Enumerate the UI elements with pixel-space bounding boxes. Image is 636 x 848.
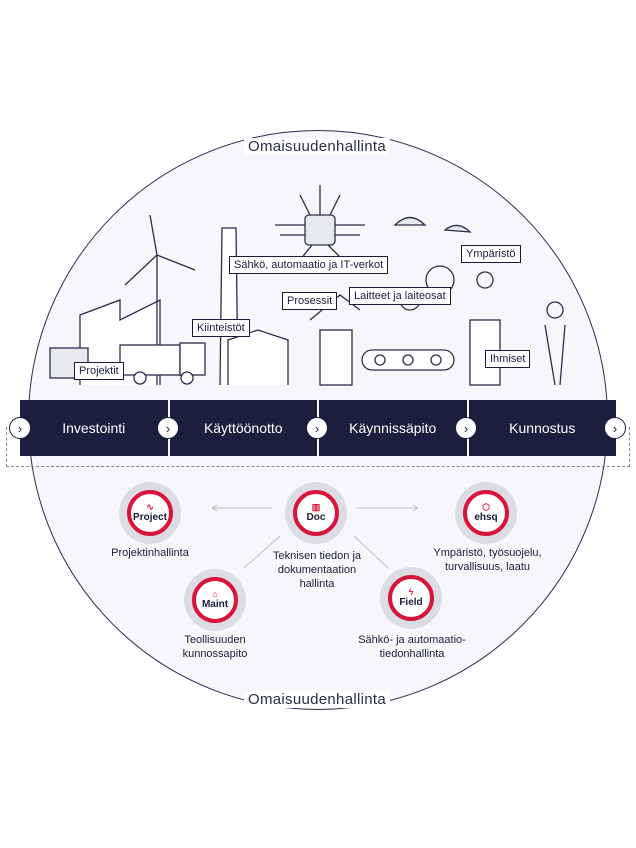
chevron-right-icon: ›	[604, 417, 626, 439]
label-prosessit: Prosessit	[282, 292, 338, 310]
label-sahko: Sähkö, automaatio ja IT-verkot	[229, 256, 389, 274]
module-ehsq[interactable]: ⬡ehsq	[455, 482, 517, 544]
title-bottom: Omaisuudenhallinta	[244, 691, 390, 708]
module-name: Doc	[306, 512, 326, 523]
module-doc[interactable]: ▥Doc	[285, 482, 347, 544]
module-maint[interactable]: ⌂Maint	[184, 569, 246, 631]
industry-illustration	[49, 185, 566, 386]
pulse-icon: ∿	[146, 502, 154, 512]
module-name: ehsq	[474, 512, 498, 523]
stage-kunnostus[interactable]: Kunnostus	[468, 400, 616, 456]
cubes-icon: ⬡	[482, 502, 490, 512]
label-kiinteistot: Kiinteistöt	[192, 319, 250, 337]
stage-investointi[interactable]: Investointi	[20, 400, 168, 456]
lifecycle-band: Investointi Käyttöönotto Käynnissäpito K…	[20, 400, 616, 456]
caption-ehsq: Ympäristö, työsuojelu, turvallisuus, laa…	[433, 547, 542, 573]
stage-kaynnissapito[interactable]: Käynnissäpito	[319, 400, 467, 456]
caption-maint: Teollisuuden kunnossapito	[182, 634, 248, 660]
label-ihmiset: Ihmiset	[485, 350, 531, 368]
building-icon: ⌂	[212, 589, 218, 599]
module-name: Project	[133, 512, 167, 523]
module-name: Maint	[201, 599, 229, 610]
module-arrows	[211, 504, 419, 569]
title-top: Omaisuudenhallinta	[244, 138, 390, 155]
module-project[interactable]: ∿Project	[119, 482, 181, 544]
chevron-right-icon: ›	[455, 417, 477, 439]
label-projektit: Projektit	[74, 362, 124, 380]
chevron-right-icon: ›	[157, 417, 179, 439]
lightning-icon: ϟ	[408, 587, 414, 597]
module-name: Field	[399, 597, 423, 608]
caption-doc: Teknisen tiedon ja dokumentaation hallin…	[272, 550, 362, 590]
caption-field: Sähkö- ja automaatio-tiedonhallinta	[358, 634, 466, 660]
chart-icon: ▥	[311, 502, 321, 512]
label-ymparisto: Ympäristö	[461, 245, 521, 263]
cycle-dashed-line	[6, 427, 630, 467]
caption-project: Projektinhallinta	[111, 547, 189, 559]
chevron-right-icon: ›	[306, 417, 328, 439]
chevron-right-icon: ›	[9, 417, 31, 439]
label-laitteet: Laitteet ja laiteosat	[349, 287, 451, 305]
stage-kayttoonotto[interactable]: Käyttöönotto	[169, 400, 317, 456]
